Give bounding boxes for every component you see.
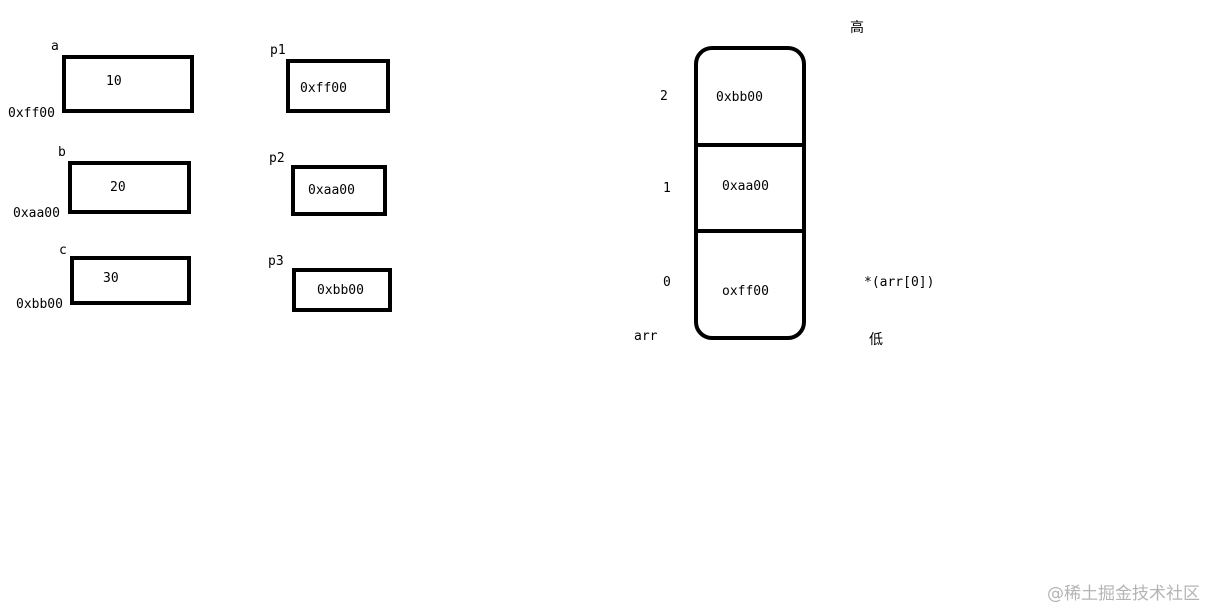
- pointer-p3-value: 0xbb00: [317, 283, 364, 298]
- array-cell-2: 0xbb00: [698, 50, 802, 143]
- array-divider-lower: [698, 229, 802, 233]
- array-index-2: 2: [660, 89, 668, 104]
- variable-c-box: [70, 256, 191, 305]
- variable-a-box: [62, 55, 194, 113]
- variable-c-name: c: [59, 243, 67, 258]
- array-index-0: 0: [663, 275, 671, 290]
- pointer-p3-name: p3: [268, 254, 284, 269]
- array-cell-0: oxff00: [698, 233, 802, 336]
- pointer-p2-name: p2: [269, 151, 285, 166]
- variable-c-address: 0xbb00: [16, 297, 63, 312]
- array-index-1: 1: [663, 181, 671, 196]
- high-address-label: 高: [850, 20, 864, 36]
- pointer-p2-box: [291, 165, 387, 216]
- pointer-p1-name: p1: [270, 43, 286, 58]
- low-address-label: 低: [869, 332, 883, 348]
- variable-b-name: b: [58, 145, 66, 160]
- variable-c-value: 30: [103, 271, 119, 286]
- array-divider-upper: [698, 143, 802, 147]
- pointer-p2-value: 0xaa00: [308, 183, 355, 198]
- pointer-p3-box: [292, 268, 392, 312]
- array-name-label: arr: [634, 329, 658, 344]
- variable-b-value: 20: [110, 180, 126, 195]
- array-stack: 0xbb00 0xaa00 oxff00: [694, 46, 806, 340]
- variable-b-box: [68, 161, 191, 214]
- array-cell-2-value: 0xbb00: [716, 90, 763, 105]
- variable-b-address: 0xaa00: [13, 206, 60, 221]
- watermark: @稀土掘金技术社区: [1047, 584, 1200, 604]
- pointer-p1-value: 0xff00: [300, 81, 347, 96]
- variable-a-name: a: [51, 39, 59, 54]
- array-element-annotation: *(arr[0]): [864, 275, 935, 290]
- variable-a-value: 10: [106, 74, 122, 89]
- pointer-p1-box: [286, 59, 390, 113]
- array-cell-1: 0xaa00: [698, 147, 802, 229]
- variable-a-address: 0xff00: [8, 106, 55, 121]
- array-cell-0-value: oxff00: [722, 284, 769, 299]
- array-cell-1-value: 0xaa00: [722, 179, 769, 194]
